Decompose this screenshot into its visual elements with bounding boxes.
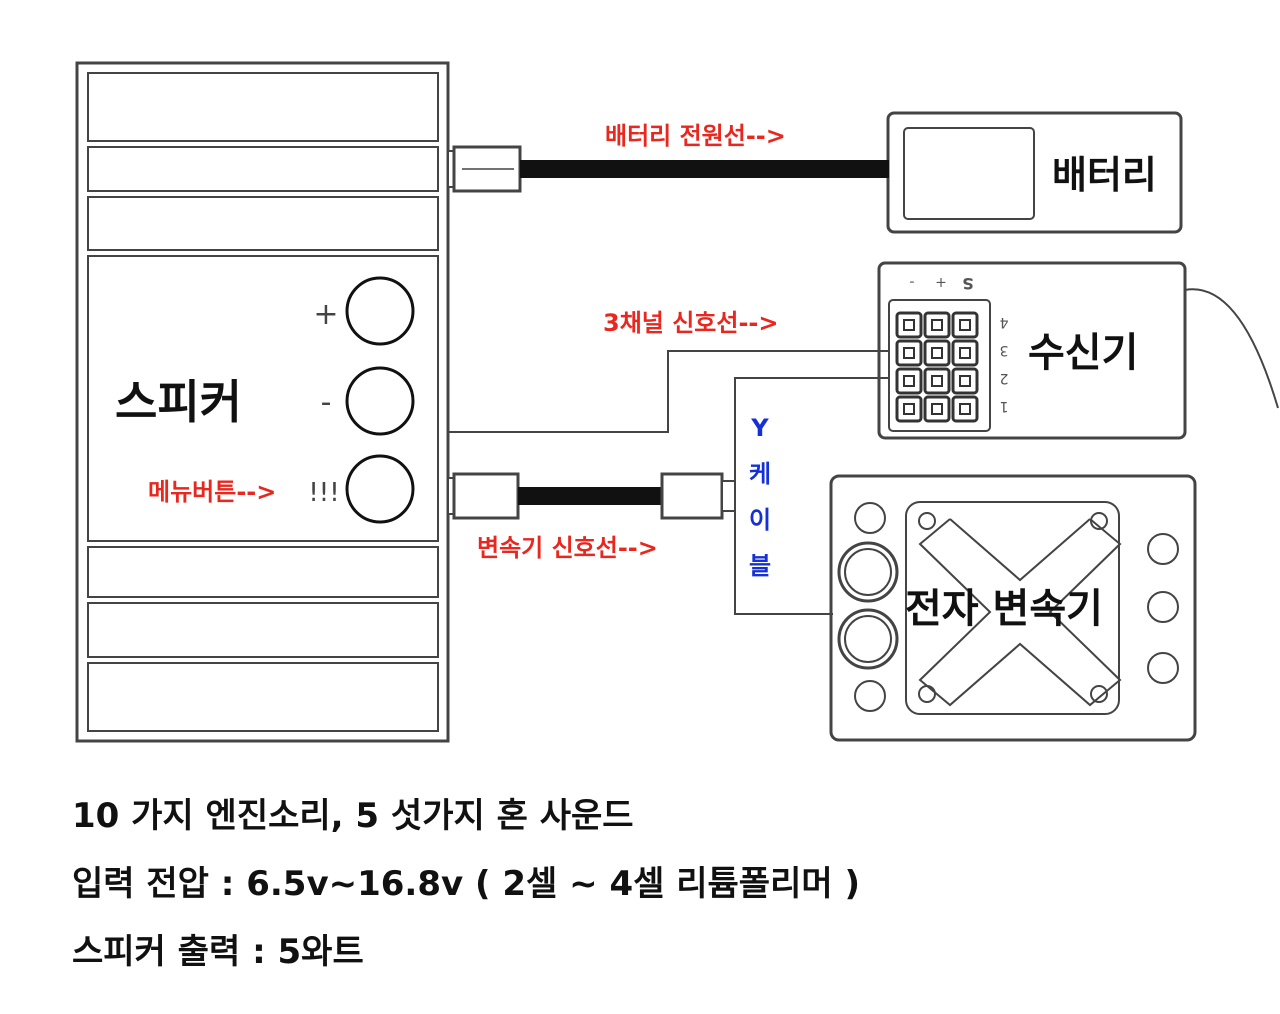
wiring-diagram: 배터리 전원선--> 배터리 3채널 신호선--> 수신기 스피커 + - 메뉴… [75,61,1279,743]
spec-list: 10 가지 엔진소리, 5 섯가지 혼 사운드 입력 전압 : 6.5v~16.… [72,782,1252,986]
battery-label: 배터리 [1052,153,1157,197]
receiver-pin-hole [959,375,971,387]
battery-power-cable [447,145,889,193]
minus-sign: - [321,385,332,420]
speaker-label: 스피커 [115,375,242,429]
receiver-channel-1: 1 [1000,398,1009,414]
receiver-pin-hole [959,347,971,359]
receiver-pin-plus: + [935,274,947,290]
channel3-signal-wire [448,350,889,433]
menu-button-label: 메뉴버튼--> [148,478,276,506]
channel3-signal-label: 3채널 신호선--> [603,309,779,337]
plus-sign: + [313,297,338,332]
receiver-pin-hole [959,403,971,415]
y-cable-label-4: 블 [749,552,771,580]
esc-unit [829,474,1197,742]
menu-mark: !!! [308,478,339,508]
y-cable-label-2: 케 [749,460,771,488]
minus-button[interactable] [345,366,415,436]
receiver-pin-hole [903,375,915,387]
receiver-pin-hole [931,347,943,359]
esc-label: 전자 변속기 [905,586,1103,632]
y-cable-label-3: 이 [749,506,771,534]
receiver-pin-hole [959,319,971,331]
battery-cable-label: 배터리 전원선--> [605,122,786,150]
receiver-pin-hole [903,347,915,359]
menu-button[interactable] [345,454,415,524]
receiver-channel-2: 2 [1000,370,1009,386]
receiver-pin-hole [903,403,915,415]
receiver-pin-minus: - [909,274,914,290]
speaker-unit [75,61,450,743]
esc-signal-label: 변속기 신호선--> [477,534,658,562]
receiver-channel-4: 4 [999,314,1008,330]
receiver-label: 수신기 [1028,330,1138,376]
receiver-pin-hole [931,375,943,387]
spec-speaker-output: 스피커 출력 : 5와트 [72,932,364,972]
receiver-pin-hole [931,403,943,415]
receiver-pin-hole [903,319,915,331]
plus-button[interactable] [345,276,415,346]
receiver-pin-hole [931,319,943,331]
receiver-pin-signal: S [962,274,974,293]
receiver-pin-grid [895,311,979,423]
y-cable-label-1: Y [750,414,769,442]
esc-signal-cable [447,472,736,520]
spec-input-voltage: 입력 전압 : 6.5v~16.8v ( 2셀 ~ 4셀 리튬폴리머 ) [72,864,861,904]
spec-sounds: 10 가지 엔진소리, 5 섯가지 혼 사운드 [72,796,634,836]
receiver-channel-3: 3 [1000,342,1009,358]
